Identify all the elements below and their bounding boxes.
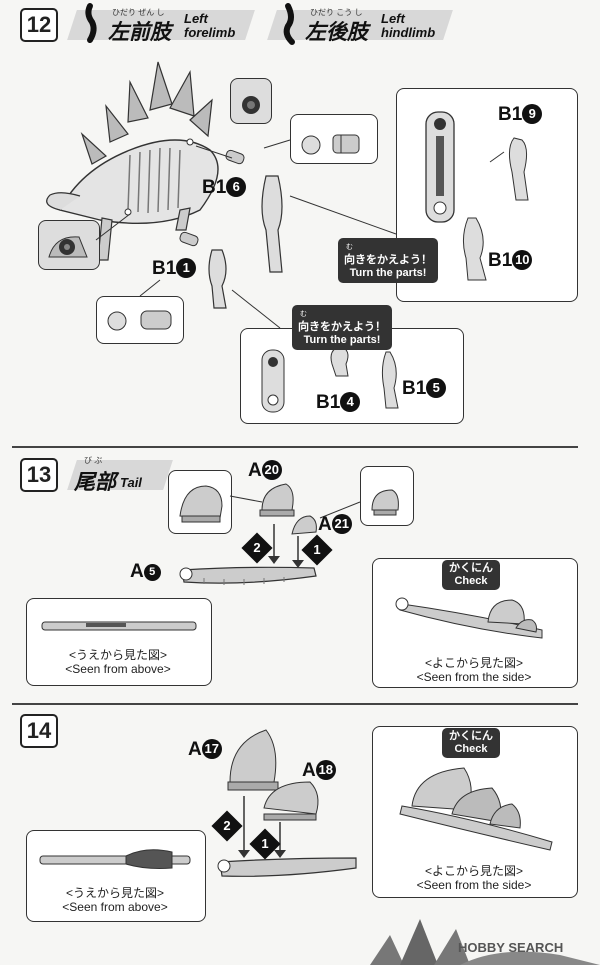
forelimb-ruby: ひだり ぜん し: [112, 8, 165, 17]
pin-detail-box-left: [96, 296, 184, 344]
tail-side-view-caption: <よこから見た図><Seen from the side>: [416, 656, 532, 684]
step-number-13: 13: [20, 458, 58, 492]
step-number-14: 14: [20, 714, 58, 748]
hindlimb-parts-illustration: [425, 111, 529, 281]
tail-segment-a5: [179, 566, 317, 585]
tail-side-view-illustration: [395, 597, 543, 639]
order-number-2-step14: 2: [223, 818, 231, 833]
assembly-side-view-caption: <よこから見た図><Seen from the side>: [416, 864, 532, 892]
socket-detail-inset-left: [38, 220, 100, 270]
hindlimb-bone-icon: [283, 3, 295, 45]
order-number-1-step13: 1: [313, 542, 321, 557]
pin-detail-illustration-top: [301, 134, 360, 155]
divider-13-14: [12, 703, 578, 705]
assembly-top-view-illustration: [39, 849, 191, 869]
forelimb-parts-illustration: [261, 345, 399, 413]
assembly-top-view-box: [26, 830, 206, 922]
socket-detail-inset-top: [230, 78, 272, 124]
step14-plate-illustrations: [227, 729, 319, 858]
tail-top-view-illustration: [41, 621, 197, 631]
turn-parts-bubble-2: む 向きをかえよう！ Turn the parts!: [292, 305, 392, 350]
tail-top-view-box: [26, 598, 212, 686]
step13-plate-illustrations: [179, 483, 399, 568]
divider-12-13: [12, 446, 578, 448]
tail-title-jp: 尾部: [74, 470, 116, 494]
stegosaurus-body-illustration: [46, 61, 219, 261]
socket-detail-illustration-left: [48, 236, 88, 258]
hindlimb-title-jp: 左後肢: [305, 20, 368, 44]
hindlimb-title-en: Left hindlimb: [381, 11, 436, 40]
step12-guide-lines: [95, 139, 505, 329]
tail-assembly-step14: [217, 857, 357, 877]
order-number-2-step13: 2: [253, 540, 261, 555]
order-number-1-step14: 1: [261, 836, 269, 851]
corner-stegosaurus-silhouette: [370, 919, 600, 965]
tail-ruby: び ぶ: [84, 456, 103, 465]
forelimb-bone-icon: [85, 3, 97, 43]
pin-detail-box-top: [290, 114, 378, 164]
assembly-side-view-illustration: [399, 767, 553, 851]
forelimb-title-jp: 左前肢: [108, 20, 171, 44]
step-number-12: 12: [20, 8, 58, 42]
tail-top-view-caption: <うえから見た図><Seen from above>: [65, 648, 171, 676]
hobby-search-watermark: HOBBY SEARCH: [458, 940, 564, 955]
turn-parts-bubble-1: む 向きをかえよう！ Turn the parts!: [338, 238, 438, 283]
forelimb-pin-and-limb: [179, 149, 283, 309]
tail-title-en: Tail: [120, 475, 142, 490]
forelimb-title-en: Left forelimb: [184, 11, 236, 40]
socket-detail-illustration: [242, 96, 260, 114]
pin-detail-illustration-left: [107, 310, 172, 331]
assembly-top-view-caption: <うえから見た図><Seen from above>: [62, 886, 168, 914]
hindlimb-ruby: ひだり こう し: [310, 8, 363, 17]
